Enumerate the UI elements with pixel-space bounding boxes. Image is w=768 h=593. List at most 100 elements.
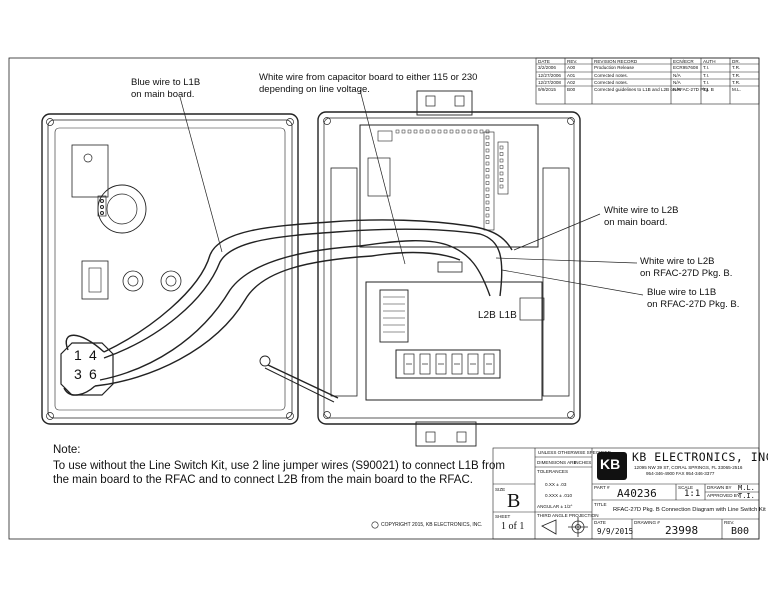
revision-cell: A00 — [567, 65, 576, 70]
board-pin — [395, 129, 400, 134]
revision-cell: 9/9/2015 — [538, 87, 556, 92]
revision-header: REVISION RECORD — [594, 59, 638, 64]
copyright-icon — [371, 521, 379, 529]
revision-cell: T.R. — [732, 80, 741, 85]
revision-header: REV. — [567, 59, 578, 64]
board-pin — [485, 194, 490, 198]
switch-digit-1: 1 — [74, 347, 82, 363]
callout-line: White wire to L2B — [604, 205, 679, 216]
callout-line: on RFAC-27D Pkg. B. — [640, 268, 733, 279]
revision-cell: N/A — [673, 87, 681, 92]
projection-label: THIRD ANGLE PROJECTION — [537, 513, 599, 518]
board-pin-rows — [395, 129, 504, 224]
date-label: DATE — [594, 520, 606, 525]
rev-label: REV. — [724, 520, 735, 525]
kb-logo-box — [597, 452, 627, 480]
terminal-screw — [419, 353, 431, 375]
board-pin — [419, 129, 424, 134]
board-pin — [485, 181, 490, 185]
terminal-screw — [483, 353, 495, 375]
rev-value: B00 — [731, 526, 750, 537]
terminal-label-l1b: L1B — [499, 310, 517, 321]
revision-cell: T.I. — [703, 80, 710, 85]
inches-label: INCHES — [574, 460, 592, 465]
company-phone: 954-346-4900 FAX 954-346-3377 — [646, 471, 715, 476]
board-pin — [425, 129, 430, 134]
callout-line: Blue wire to L1B — [647, 287, 717, 298]
note-line: the main board to the RFAC and to connec… — [53, 474, 473, 486]
drawing-number-label: DRAWING # — [634, 520, 660, 525]
revision-cell: 12/27/2008 — [538, 80, 561, 85]
board-pin — [431, 129, 436, 134]
callout-line: Blue wire to L1B — [131, 77, 201, 88]
board-pin — [449, 129, 454, 134]
board-pin — [499, 152, 504, 156]
revision-cell: M.L. — [732, 87, 741, 92]
board-pin — [485, 220, 490, 224]
revision-cell: A01 — [567, 73, 576, 78]
leader-lines — [179, 89, 644, 296]
size-value: B — [507, 490, 521, 512]
approved-value: T.I. — [738, 492, 755, 500]
revision-cell: T.R. — [732, 73, 741, 78]
approved-label: APPROVED BY — [707, 493, 740, 498]
board-pin — [485, 174, 490, 179]
revision-cell: 12/27/2006 — [538, 73, 561, 78]
board-pin — [499, 178, 504, 182]
revision-header: AUTH — [703, 59, 716, 64]
title-label: TITLE — [594, 502, 607, 507]
company-logo: KB — [600, 456, 621, 472]
unless-noted: UNLESS OTHERWISE SPECIFIED — [538, 450, 611, 455]
revision-cell: Corrected notes. — [594, 80, 628, 85]
drawing-border — [8, 57, 760, 540]
board-pin — [499, 184, 504, 189]
revision-header: DATE — [538, 59, 550, 64]
board-pin — [479, 129, 484, 134]
revision-cell: T.I. — [703, 65, 710, 70]
board-pin — [437, 129, 442, 134]
revision-cell: N/A — [673, 80, 681, 85]
tolerance-row: 0.XX ± .03 — [545, 482, 567, 487]
board-pin — [473, 129, 478, 134]
callout-line: White wire from capacitor board to eithe… — [259, 72, 478, 83]
callout-white-l2b-main: White wire to L2B on main board. — [604, 205, 678, 229]
callout-blue-l1b-rfac: Blue wire to L1B on RFAC-27D Pkg. B. — [647, 287, 739, 311]
switch-digit-4: 4 — [89, 347, 97, 363]
board-pin — [485, 155, 490, 159]
drawing-title: RFAC-27D Pkg. B Connection Diagram with … — [613, 507, 766, 513]
scale-label: SCALE — [678, 485, 694, 490]
revision-cell: T.I. — [703, 73, 710, 78]
company-address: 12095 NW 39 ST, CORAL SPRINGS, FL 33065-… — [634, 465, 743, 470]
angular-label: ANGULAR ± 1/2° — [537, 504, 573, 509]
revision-cell: B00 — [567, 87, 576, 92]
revision-table-grid — [535, 57, 760, 105]
size-label: SIZE — [495, 487, 506, 492]
terminal-label-l2b: L2B — [478, 310, 496, 321]
board-pin — [485, 200, 490, 205]
callout-line: on main board. — [131, 89, 195, 100]
drawn-value: M.L. — [738, 484, 755, 492]
board-pin — [467, 129, 472, 134]
board-pin — [499, 171, 504, 176]
sheet-label: SHEET — [495, 514, 511, 519]
board-pin — [485, 161, 490, 166]
board-pin — [499, 158, 504, 163]
note-line: To use without the Line Switch Kit, use … — [53, 460, 505, 472]
board-pin — [443, 129, 448, 134]
sheet-value: 1 of 1 — [501, 521, 525, 532]
board-pin — [485, 213, 490, 218]
board-pin — [499, 145, 504, 150]
terminal-screw — [451, 353, 463, 375]
board-pin — [485, 148, 490, 153]
revision-cell: Production Release — [594, 65, 635, 70]
drawing-number: 23998 — [665, 524, 699, 537]
board-pin — [407, 129, 412, 134]
projection-symbol — [541, 517, 588, 537]
scale-value: 1:1 — [684, 489, 701, 499]
switch-digit-6: 6 — [89, 366, 97, 382]
revision-header: ECN/ECR — [673, 59, 694, 64]
revision-cell: T.I. — [703, 87, 710, 92]
board-pin — [485, 207, 490, 211]
cover-wires — [63, 221, 373, 396]
